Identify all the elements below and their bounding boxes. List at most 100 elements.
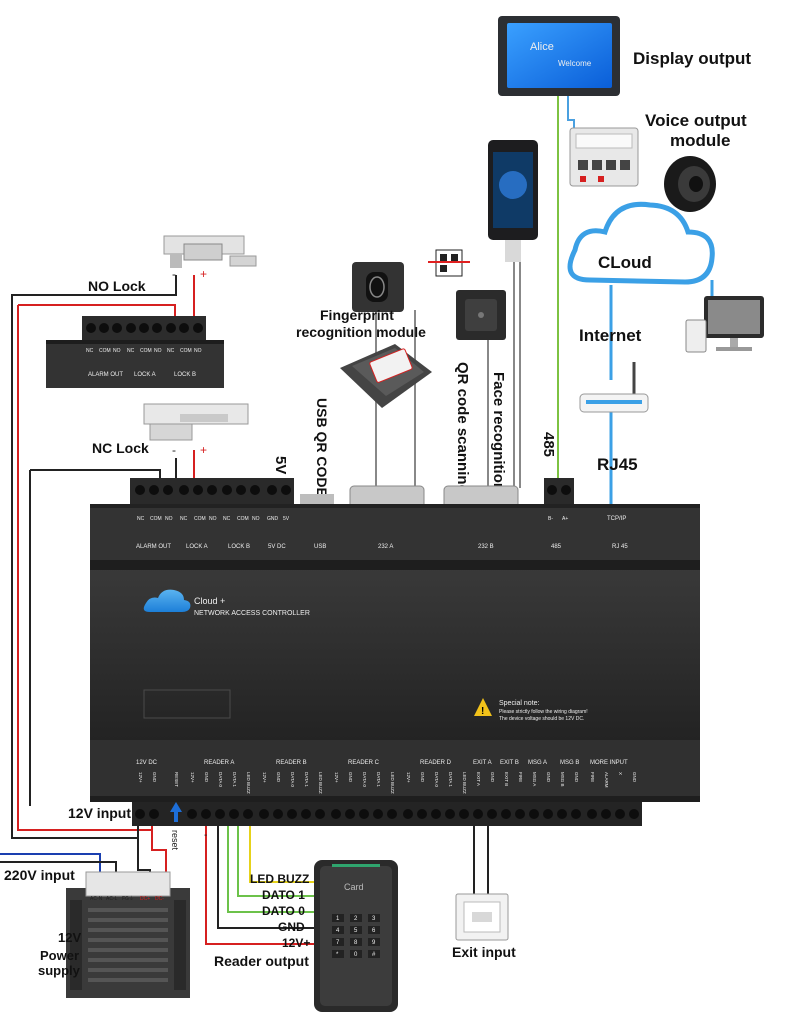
controller-cloud-logo-icon: [143, 589, 191, 612]
no-lock-device: [163, 235, 257, 268]
bottom-group: READER A: [204, 760, 234, 766]
220v-input-label: 220V input: [4, 867, 75, 883]
bottom-group: READER D: [420, 760, 452, 766]
small-pin: COM: [180, 348, 192, 354]
reader-c-pin: 12V+: [334, 772, 339, 783]
psu-terminal: DC+: [140, 896, 150, 902]
fingerprint-label-line1: Fingerprint: [320, 307, 394, 323]
key: 4: [336, 928, 340, 934]
exit-pin: GND: [546, 772, 551, 783]
fingerprint-device: [352, 262, 404, 312]
reader-output-label: Reader output: [214, 953, 309, 969]
reader-a-pin: 12V+: [190, 772, 195, 783]
internet-label: Internet: [579, 326, 642, 345]
voice-label-line1: Voice output: [645, 111, 747, 130]
key: #: [372, 952, 376, 958]
note-line2: The device voltage should be 12V DC.: [499, 716, 584, 722]
exit-button-device: [455, 893, 509, 941]
dato0-label: DATO 0: [262, 904, 305, 918]
top-pin: 5V: [283, 516, 290, 522]
exit-pin: GND: [632, 772, 637, 783]
reader-b-pin: LED BUZZ: [318, 772, 323, 794]
small-pin: NO: [154, 348, 162, 354]
bottom-group: MORE INPUT: [590, 760, 628, 766]
card-label: Card: [344, 882, 364, 892]
reader-d-pin: GND: [420, 772, 425, 783]
qr-scanner-device: [456, 290, 506, 340]
top-group: 5V DC: [268, 544, 286, 550]
reader-b-pin: 12V+: [262, 772, 267, 783]
key: 8: [354, 940, 358, 946]
reader-c-pin: DATA 0: [362, 772, 367, 787]
bottom-group: MSG A: [528, 760, 547, 766]
controller-top-groups: ALARM OUT LOCK A LOCK B 5V DC USB 232 A …: [136, 544, 628, 550]
nc-lock-plus: +: [200, 443, 207, 457]
top-pin: COM: [194, 516, 206, 522]
small-pin: NO: [113, 348, 121, 354]
display-output-device: Alice Welcome: [498, 16, 620, 96]
nc-lock-label: NC Lock: [92, 440, 149, 456]
wires: [0, 95, 613, 945]
top-pin: COM: [237, 516, 249, 522]
exit-pin: GND: [490, 772, 495, 783]
power-supply-device: [66, 871, 190, 998]
reader-c-pin: DATA 1: [376, 772, 381, 787]
small-group-alarm: ALARM OUT: [88, 372, 123, 378]
reset-label: reset: [170, 830, 180, 851]
top-pin: NO: [165, 516, 173, 522]
voice-module-device: [569, 127, 639, 187]
reader-a-pin: GND: [204, 772, 209, 783]
display-welcome: Welcome: [558, 59, 592, 68]
qr-code-icon: [428, 249, 470, 277]
exit-pin: EXIT A: [476, 772, 481, 786]
psu-label-line3: supply: [38, 963, 81, 978]
alarm-lock-terminal-board: [46, 316, 224, 388]
exit-pin: X: [618, 772, 623, 775]
reader-b-pin: DATA 0: [290, 772, 295, 787]
exit-pin: GND: [574, 772, 579, 783]
computer-icon: [685, 296, 764, 353]
bottom-group: MSG B: [560, 760, 579, 766]
reader-d-pin: 12V+: [406, 772, 411, 783]
no-lock-label: NO Lock: [88, 278, 146, 294]
12v-input-label: 12V input: [68, 805, 131, 821]
small-pin: NC: [127, 348, 135, 354]
speaker-icon: [664, 156, 716, 212]
face-recognition-device: [488, 140, 538, 262]
top-group: LOCK A: [186, 544, 208, 550]
usb-qr-label: USB QR CODE: [314, 398, 330, 497]
reader-c-pin: GND: [348, 772, 353, 783]
exit-pin: MSG B: [560, 772, 565, 787]
small-pin: NC: [167, 348, 175, 354]
key: 1: [336, 916, 340, 922]
psu-terminals: AC-N AC-L FG⏚ DC+ DC-: [90, 895, 164, 902]
top-pin: NO: [209, 516, 217, 522]
key: 6: [372, 928, 376, 934]
tcp-ip-label: TCP/IP: [607, 516, 626, 522]
reader-minus: -: [204, 830, 207, 841]
psu-label-line2: Power: [40, 948, 79, 963]
key: 5: [354, 928, 358, 934]
controller-top-screws: [135, 485, 571, 495]
display-name: Alice: [530, 41, 554, 53]
cloud-icon: [567, 201, 715, 285]
bottom-group: EXIT B: [500, 760, 519, 766]
dato1-label: DATO 1: [262, 888, 305, 902]
reader-a-pin: DATA 1: [232, 772, 237, 787]
led-buzz-label: LED BUZZ: [250, 872, 309, 886]
exit-pin: ALARM: [604, 772, 609, 788]
exit-pin: MSG A: [532, 772, 537, 786]
small-group-lock-b: LOCK B: [174, 372, 196, 378]
top-pin: COM: [150, 516, 162, 522]
top-pin: NO: [252, 516, 260, 522]
small-group-lock-a: LOCK A: [134, 372, 156, 378]
key: *: [336, 952, 339, 958]
power-pin: GND: [152, 772, 157, 783]
top-pin: NC: [137, 516, 145, 522]
warning-icon: !: [474, 698, 492, 717]
svg-text:!: !: [481, 706, 484, 717]
reader-b-pin: DATA 1: [304, 772, 309, 787]
485-label: 485: [540, 432, 557, 457]
bottom-group: EXIT A: [473, 760, 492, 766]
